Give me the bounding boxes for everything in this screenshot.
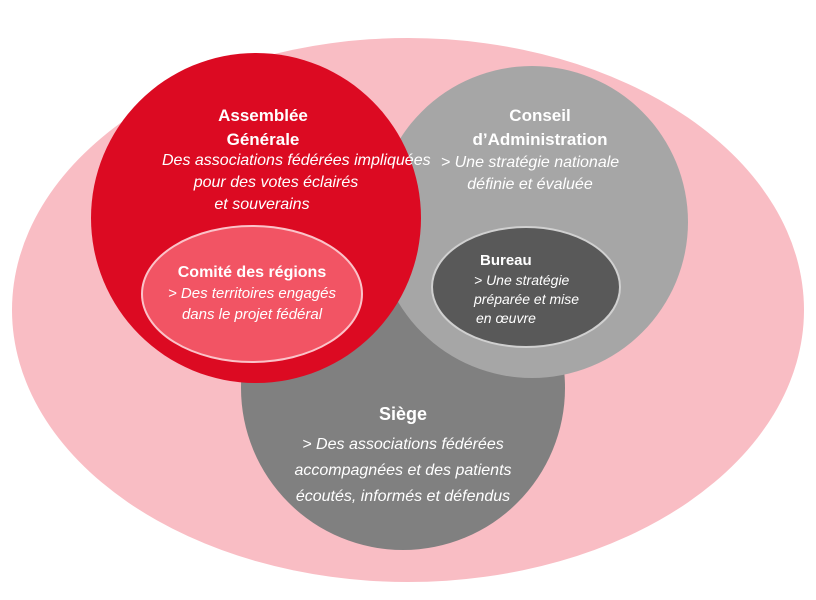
assemblee-label: Assemblée Générale: [160, 104, 366, 152]
comite-label: Comité des régions > Des territoires eng…: [152, 262, 352, 325]
comite-description: > Des territoires engagés dans le projet…: [167, 285, 336, 323]
assemblee-title: Assemblée Générale: [218, 106, 308, 149]
bureau-title: Bureau: [480, 252, 532, 269]
bureau-ellipse: [431, 226, 621, 348]
bureau-description: > Une stratégie préparée et mise en œuvr…: [474, 272, 580, 326]
siege-title: Siège: [378, 404, 428, 424]
comite-ellipse: [141, 225, 363, 363]
conseil-description: > Une stratégie nationale définie et éva…: [440, 154, 620, 193]
siege-label: Siège > Des associations fédérées accomp…: [268, 402, 538, 510]
conseil-title: Conseil d’Administration: [472, 106, 608, 149]
bureau-label: Bureau > Une stratégie préparée et mise …: [474, 250, 594, 328]
siege-description: > Des associations fédérées accompagnées…: [294, 436, 512, 505]
assemblee-description: Des associations fédérées impliquées pou…: [162, 152, 431, 213]
comite-title: Comité des régions: [177, 264, 327, 281]
